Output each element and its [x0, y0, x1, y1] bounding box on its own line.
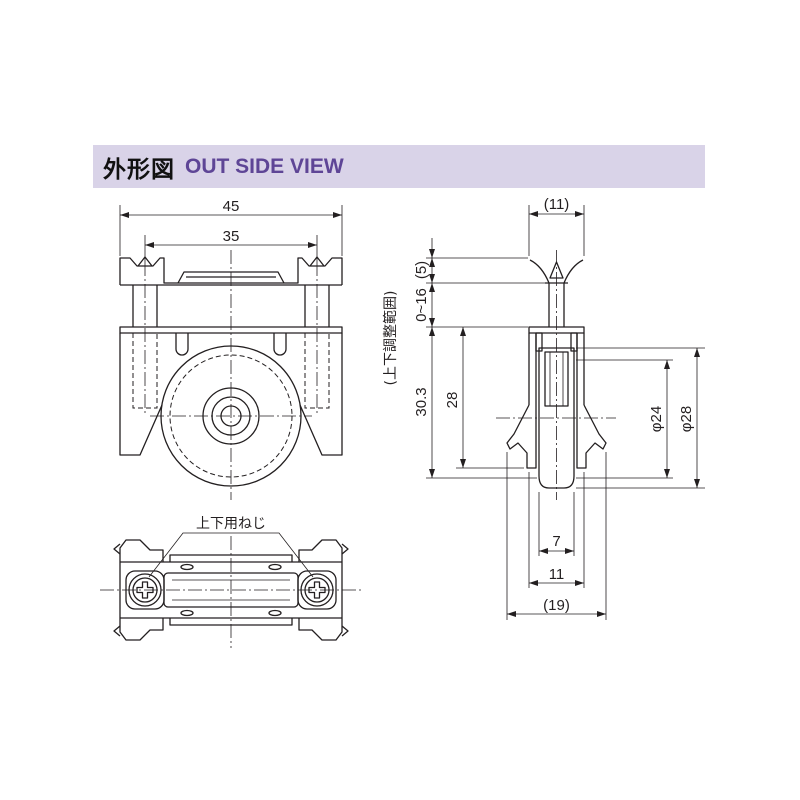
housing-slots — [175, 333, 287, 356]
side-center-lines — [496, 250, 616, 500]
front-overall-width-label: 45 — [223, 198, 240, 215]
wheel-width-label: 7 — [552, 533, 560, 550]
section-header: 外形図 OUT SIDE VIEW — [93, 145, 705, 188]
body-width-label: 11 — [549, 566, 565, 583]
top-slot — [180, 609, 194, 617]
adjust-screw-leader-lines — [148, 532, 314, 578]
body-height-label: 28 — [444, 392, 461, 409]
side-housing-outer-walls — [528, 333, 585, 405]
front-view: 45 35 — [119, 198, 343, 500]
top-slot — [180, 563, 194, 571]
inner-diameter-label: φ24 — [648, 406, 665, 432]
side-hub-lines — [549, 352, 564, 406]
front-screw-pitch-label: 35 — [223, 228, 240, 245]
title-en: OUT SIDE VIEW — [185, 154, 344, 178]
top-center-lines — [100, 536, 362, 648]
adjust-screw-tips — [137, 256, 325, 267]
adjust-screw-center-lines — [144, 262, 318, 414]
clip-height-label: (5) — [413, 261, 430, 279]
title-ja: 外形図 — [103, 156, 175, 183]
top-view: 上下用ねじ — [100, 516, 362, 648]
outer-diameter-label: φ28 — [678, 406, 695, 432]
front-center-lines — [150, 250, 312, 500]
side-right-extension-lines — [576, 347, 705, 489]
top-slot — [268, 563, 282, 571]
side-bottom-extension-lines — [506, 452, 607, 620]
adjust-range-label: 0~16 — [413, 288, 430, 322]
adjust-screw-label: 上下用ねじ — [196, 516, 266, 532]
overall-width-label: (19) — [543, 597, 570, 614]
top-housing-outline — [119, 539, 343, 641]
top-housing-teeth — [113, 543, 349, 637]
adjust-shaft — [548, 283, 565, 327]
side-top-width-label: (11) — [544, 196, 570, 213]
phillips-cross-icon — [136, 581, 154, 599]
side-view: (11) (5) 0~16 30.3 28 (上下調整範囲) φ24 φ28 7… — [382, 196, 705, 620]
adjust-screw-posts-hidden — [132, 333, 330, 409]
adjust-range-caption: (上下調整範囲) — [382, 291, 399, 386]
housing-side-plates — [119, 333, 343, 456]
adjust-screw-posts — [132, 285, 330, 327]
front-extension-lines — [119, 205, 343, 262]
side-left-extension-lines — [426, 257, 546, 479]
total-height-label: 30.3 — [413, 387, 430, 416]
left-retaining-clip — [506, 333, 537, 469]
right-retaining-clip — [576, 333, 607, 469]
side-wheel-outline — [538, 347, 575, 489]
top-slot — [268, 609, 282, 617]
phillips-cross-icon — [308, 581, 326, 599]
